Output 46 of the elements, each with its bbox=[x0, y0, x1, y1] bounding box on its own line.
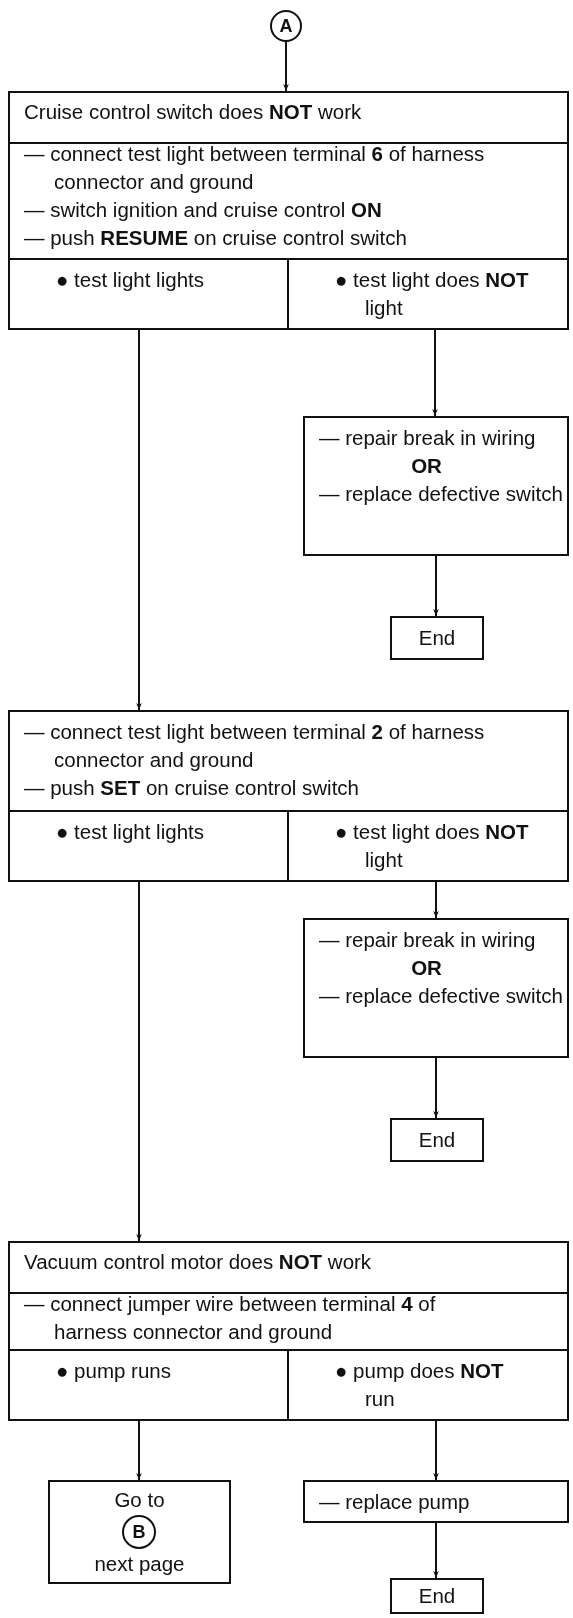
step-box bbox=[8, 710, 569, 882]
end-box bbox=[390, 1118, 484, 1162]
step-heading: Cruise control switch does NOT work bbox=[24, 99, 363, 125]
step-box bbox=[8, 91, 569, 330]
instruction-text: — push SET on cruise control switch bbox=[24, 775, 360, 801]
action-text: — repair break in wiring bbox=[319, 425, 537, 451]
action-text: — replace defective switch bbox=[319, 983, 564, 1009]
step-box bbox=[8, 1241, 569, 1421]
connector-letter: A bbox=[279, 17, 293, 35]
goto-text: next page bbox=[93, 1551, 186, 1577]
result-text: ● test light lights bbox=[56, 267, 205, 293]
result-text: ● pump runs bbox=[56, 1358, 172, 1384]
action-box bbox=[303, 1480, 569, 1523]
result-text: ● test light lights bbox=[56, 819, 205, 845]
instruction-text: — connect jumper wire between terminal 4 of harness connector and ground bbox=[24, 1291, 437, 1345]
step-heading: Vacuum control motor does NOT work bbox=[24, 1249, 373, 1275]
goto-box bbox=[48, 1480, 231, 1584]
end-box bbox=[390, 1578, 484, 1614]
end-text: End bbox=[418, 625, 456, 651]
connector-letter: B bbox=[132, 1523, 146, 1541]
result-text: ● test light does NOT light bbox=[335, 819, 530, 873]
or-text: OR bbox=[410, 453, 443, 479]
instruction-text: — connect test light between terminal 6 of harness connector and ground bbox=[24, 141, 486, 195]
connector-circle bbox=[122, 1515, 156, 1549]
end-box bbox=[390, 616, 484, 660]
goto-text: Go to bbox=[113, 1487, 166, 1513]
arrow bbox=[433, 1522, 439, 1579]
action-text: — replace pump bbox=[319, 1489, 471, 1515]
end-text: End bbox=[418, 1127, 456, 1153]
result-cell bbox=[10, 810, 289, 880]
result-text: ● pump does NOT run bbox=[335, 1358, 505, 1412]
action-text: — replace defective switch bbox=[319, 481, 564, 507]
result-cell bbox=[10, 1349, 289, 1419]
or-text: OR bbox=[410, 955, 443, 981]
result-cell bbox=[10, 258, 289, 328]
arrow bbox=[433, 555, 439, 617]
action-box bbox=[303, 918, 569, 1058]
end-text: End bbox=[418, 1583, 456, 1609]
action-text: — repair break in wiring bbox=[319, 927, 537, 953]
instruction-text: — switch ignition and cruise control ON bbox=[24, 197, 383, 223]
instruction-text: — push RESUME on cruise control switch bbox=[24, 225, 408, 251]
arrow bbox=[433, 1057, 439, 1119]
result-text: ● test light does NOT light bbox=[335, 267, 530, 321]
connector-circle bbox=[270, 10, 302, 42]
action-box bbox=[303, 416, 569, 556]
arrow bbox=[283, 41, 289, 92]
